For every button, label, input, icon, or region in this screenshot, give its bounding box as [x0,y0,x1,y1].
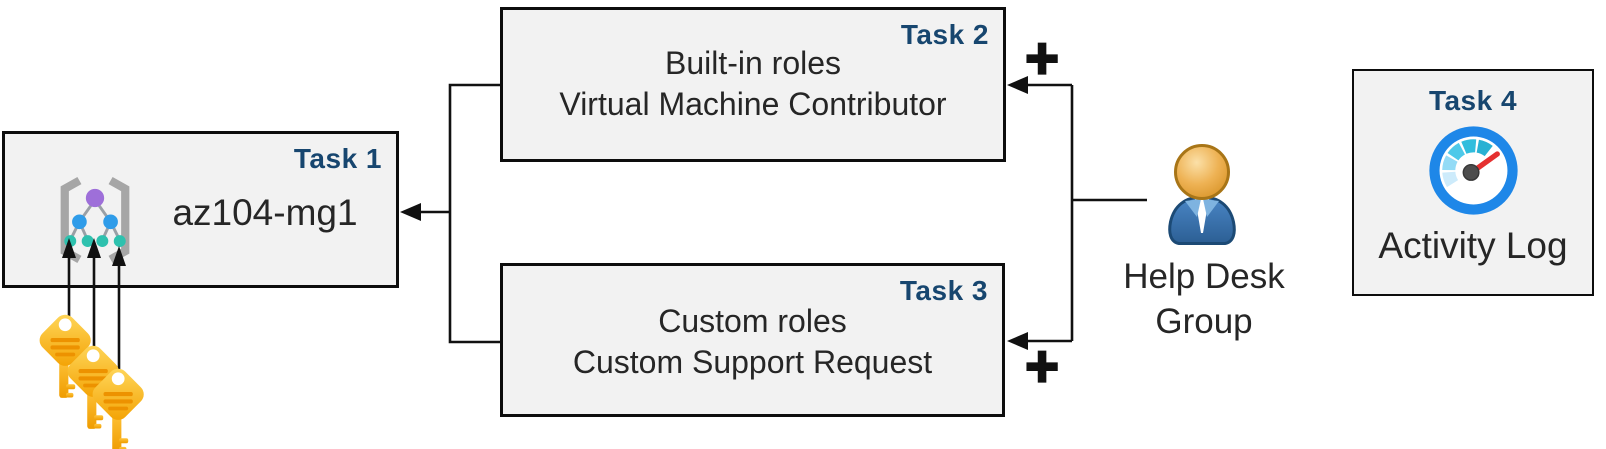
plus-sign-task3: + [1024,334,1060,399]
task1-box: Task 1 az104-mg1 [2,131,399,288]
help-desk-line2: Group [1155,302,1253,341]
task4-badge: Task 4 [1428,85,1518,116]
task4-box: Task 4 Activity Log [1352,69,1594,296]
task3-box: Task 3 Custom roles Custom Support Reque… [500,263,1005,417]
bracket-connector [448,83,500,344]
management-group-icon [60,176,130,264]
task4-caption: Activity Log [1378,225,1568,266]
task2-line1: Built-in roles [664,45,842,81]
task2-text: Built-in roles Virtual Machine Contribut… [503,10,1003,125]
management-group-name: az104-mg1 [172,192,358,233]
task2-badge: Task 2 [900,19,989,50]
help-desk-group-label: Help Desk Group [1094,254,1314,344]
task1-badge: Task 1 [293,143,382,174]
task2-box: Task 2 Built-in roles Virtual Machine Co… [500,7,1006,162]
gauge-icon [1428,126,1518,215]
help-desk-line1: Help Desk [1123,257,1285,296]
plus-sign-task2: + [1024,26,1060,91]
task3-badge: Task 3 [899,275,988,306]
key-icon-3 [88,365,152,449]
task3-text: Custom roles Custom Support Request [503,266,1002,383]
task3-line2: Custom Support Request [572,344,933,380]
user-icon [1168,144,1236,245]
task3-line1: Custom roles [658,303,847,339]
arrowhead-into-task1 [400,203,421,221]
task2-line2: Virtual Machine Contributor [559,86,947,122]
